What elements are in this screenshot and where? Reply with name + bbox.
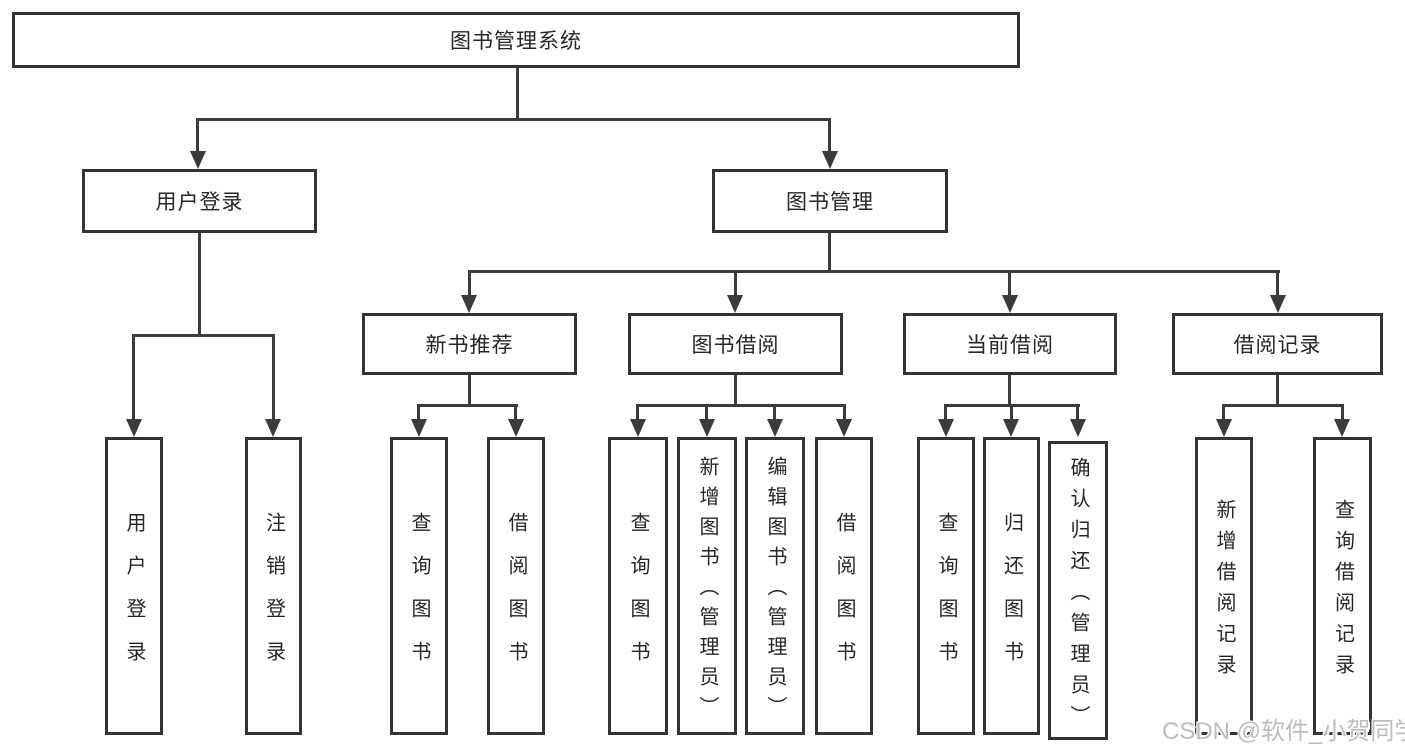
leaf-edit-books-admin: 编辑图书（管理员） xyxy=(745,437,805,735)
leaf-label: 编辑图书（管理员） xyxy=(764,456,786,726)
connector-line xyxy=(516,68,519,120)
connector-line xyxy=(468,270,471,296)
leaf-label: 查询借阅记录 xyxy=(1331,498,1354,685)
arrow-down-icon xyxy=(938,419,954,437)
node-book-management: 图书管理 xyxy=(712,169,948,233)
leaf-label: 查询图书 xyxy=(408,511,430,684)
arrow-down-icon xyxy=(1334,419,1350,437)
leaf-borrow-books-recommend: 借阅图书 xyxy=(487,437,545,735)
connector-line xyxy=(828,233,831,272)
connector-line xyxy=(705,404,708,420)
arrow-down-icon xyxy=(411,419,427,437)
connector-line xyxy=(1341,404,1344,420)
arrow-down-icon xyxy=(767,419,783,437)
connector-line xyxy=(272,334,275,420)
connector-line xyxy=(734,375,737,406)
arrow-down-icon xyxy=(1270,295,1286,313)
leaf-label: 用户登录 xyxy=(123,511,145,684)
connector-line xyxy=(1222,404,1344,407)
connector-line xyxy=(1222,404,1225,420)
leaf-label: 新增图书（管理员） xyxy=(696,456,718,726)
connector-line xyxy=(636,404,846,407)
leaf-label: 借阅图书 xyxy=(833,511,855,684)
leaf-label: 查询图书 xyxy=(627,511,649,684)
connector-line xyxy=(1076,404,1079,420)
connector-line xyxy=(196,118,831,121)
arrow-down-icon xyxy=(836,419,852,437)
leaf-add-books-admin: 新增图书（管理员） xyxy=(677,437,737,735)
connector-line xyxy=(1010,404,1013,420)
arrow-down-icon xyxy=(699,419,715,437)
leaf-user-login: 用户登录 xyxy=(105,437,163,735)
connector-line xyxy=(636,404,639,420)
node-borrowing-records: 借阅记录 xyxy=(1172,313,1383,375)
connector-line xyxy=(828,118,831,152)
leaf-query-borrow-record: 查询借阅记录 xyxy=(1313,437,1372,735)
leaf-label: 新增借阅记录 xyxy=(1213,498,1235,685)
connector-line xyxy=(132,334,135,420)
arrow-down-icon xyxy=(1002,295,1018,313)
arrow-down-icon xyxy=(1216,419,1232,437)
arrow-down-icon xyxy=(508,419,524,437)
leaf-return-books: 归还图书 xyxy=(983,437,1040,735)
leaf-add-borrow-record: 新增借阅记录 xyxy=(1195,437,1253,735)
connector-line xyxy=(198,233,201,336)
connector-line xyxy=(196,118,199,152)
connector-line xyxy=(132,334,275,337)
node-label: 当前借阅 xyxy=(966,334,1054,357)
leaf-label: 查询图书 xyxy=(935,511,957,684)
connector-line xyxy=(468,375,471,406)
connector-line xyxy=(1008,375,1011,406)
connector-line xyxy=(417,404,420,420)
node-new-book-recommendation: 新书推荐 xyxy=(362,313,577,375)
connector-line xyxy=(1276,375,1279,406)
arrow-down-icon xyxy=(630,419,646,437)
leaf-logout-login: 注销登录 xyxy=(245,437,302,735)
node-label: 借阅记录 xyxy=(1233,334,1322,357)
leaf-label: 借阅图书 xyxy=(505,511,527,684)
node-book-borrowing: 图书借阅 xyxy=(628,313,843,375)
leaf-query-books-borrow: 查询图书 xyxy=(608,437,668,735)
node-label: 图书借阅 xyxy=(691,334,780,357)
leaf-confirm-return-admin: 确认归还（管理员） xyxy=(1048,441,1108,740)
connector-line xyxy=(468,270,1280,273)
connector-line xyxy=(773,404,776,420)
connector-line xyxy=(1008,270,1011,296)
watermark: CSDN @软件_小贺同学 xyxy=(1162,718,1405,745)
leaf-label: 注销登录 xyxy=(262,511,285,684)
node-label: 图书管理 xyxy=(786,191,874,214)
arrow-down-icon xyxy=(1070,419,1086,437)
arrow-down-icon xyxy=(190,151,206,169)
leaf-label: 归还图书 xyxy=(1000,511,1023,684)
arrow-down-icon xyxy=(265,419,281,437)
node-label: 新书推荐 xyxy=(425,334,514,357)
connector-line xyxy=(944,404,947,420)
connector-line xyxy=(1276,270,1279,296)
connector-line xyxy=(514,404,517,420)
node-user-login: 用户登录 xyxy=(82,169,317,233)
node-library-management-system: 图书管理系统 xyxy=(12,12,1020,68)
arrow-down-icon xyxy=(1003,419,1019,437)
arrow-down-icon xyxy=(461,295,477,313)
leaf-query-books-recommend: 查询图书 xyxy=(390,437,448,735)
leaf-label: 确认归还（管理员） xyxy=(1067,456,1089,736)
arrow-down-icon xyxy=(727,295,743,313)
arrow-down-icon xyxy=(822,151,838,169)
connector-line xyxy=(843,404,846,420)
arrow-down-icon xyxy=(126,419,142,437)
connector-line xyxy=(417,404,518,407)
node-label: 用户登录 xyxy=(155,191,244,214)
leaf-query-books-current: 查询图书 xyxy=(917,437,975,735)
node-label: 图书管理系统 xyxy=(450,30,582,53)
connector-line xyxy=(734,270,737,296)
leaf-borrow-books: 借阅图书 xyxy=(815,437,873,735)
node-current-borrowing: 当前借阅 xyxy=(903,313,1117,375)
